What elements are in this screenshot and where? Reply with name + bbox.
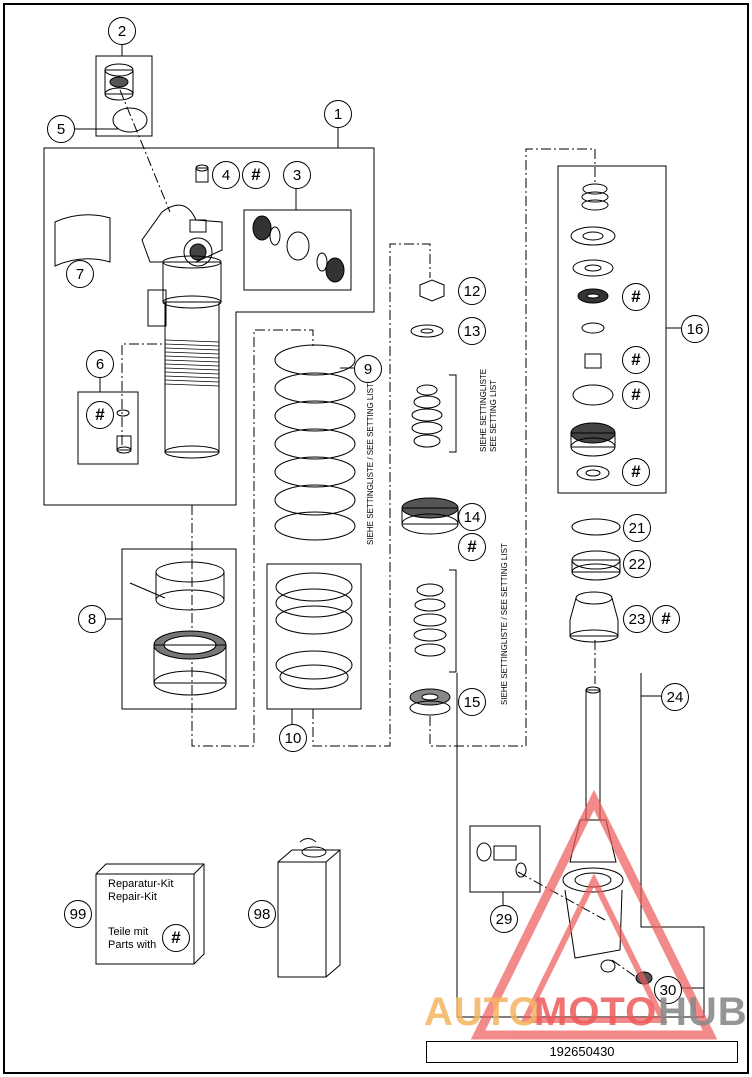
callout-23: 23	[623, 605, 651, 633]
part-1-drawing	[141, 164, 223, 459]
callout-3: 3	[283, 161, 311, 189]
parts-21-23-drawing	[569, 518, 621, 643]
callout-7: 7	[66, 260, 94, 288]
part-9-drawing	[274, 344, 356, 541]
part-2-drawing	[104, 63, 148, 133]
callout-30: 30	[654, 976, 682, 1004]
callout-6: 6	[86, 350, 114, 378]
callout-5: 5	[47, 115, 75, 143]
part-7-drawing	[54, 214, 111, 267]
hash-symbol: #	[242, 161, 270, 189]
box-part-1	[43, 147, 375, 506]
box-part-16	[557, 165, 667, 494]
callout-12: 12	[458, 277, 486, 305]
callout-2: 2	[108, 17, 136, 45]
callout-98: 98	[248, 900, 276, 928]
callout-16: 16	[681, 315, 709, 343]
guide-lines	[119, 89, 641, 981]
hash-symbol: #	[652, 605, 680, 633]
callout-21: 21	[623, 514, 651, 542]
repair-kit-parts-en: Parts with	[108, 939, 157, 951]
parts-12-15-drawing	[401, 279, 459, 716]
part-6-drawing	[116, 409, 132, 454]
callout-99: 99	[64, 900, 92, 928]
callout-4: 4	[212, 161, 240, 189]
hash-symbol: #	[622, 283, 650, 311]
part-99-drawing	[95, 863, 205, 965]
box-part-8	[121, 548, 237, 710]
hash-symbol: #	[162, 924, 190, 952]
callout-8: 8	[78, 605, 106, 633]
hash-symbol: #	[622, 458, 650, 486]
box-part-29	[469, 825, 541, 893]
callout-22: 22	[623, 550, 651, 578]
repair-kit-title-de: Reparatur-Kit	[108, 878, 174, 890]
callout-13: 13	[458, 317, 486, 345]
repair-kit-parts-de: Teile mit	[108, 926, 149, 938]
box-part-3	[243, 209, 352, 291]
part-16-drawing	[570, 183, 616, 481]
watermark-text-hub: HUB	[658, 990, 748, 1034]
watermark-text-auto: AUTO	[424, 990, 541, 1034]
box-part-24	[456, 673, 705, 1018]
box-part-6	[77, 391, 139, 465]
watermark-text-moto: MOTO	[534, 990, 658, 1034]
box-part-10	[266, 563, 362, 710]
hash-symbol: #	[86, 401, 114, 429]
callout-1: 1	[324, 100, 352, 128]
part-98-drawing	[277, 838, 341, 978]
callout-29: 29	[490, 905, 518, 933]
hash-symbol: #	[622, 346, 650, 374]
callout-14: 14	[458, 503, 486, 531]
hash-symbol: #	[458, 533, 486, 561]
callout-9: 9	[354, 355, 382, 383]
part-3-drawing	[252, 215, 345, 283]
hash-symbol: #	[622, 381, 650, 409]
repair-kit-title-en: Repair-Kit	[108, 891, 157, 903]
diagram-number: 192650430	[426, 1041, 738, 1063]
callout-10: 10	[279, 724, 307, 752]
box-part-2	[95, 55, 153, 137]
callout-24: 24	[661, 683, 689, 711]
watermark-triangle	[470, 789, 718, 1040]
part-10-drawing	[275, 572, 353, 690]
page-frame	[3, 3, 749, 1074]
part-8-drawing	[129, 561, 227, 696]
callout-15: 15	[458, 688, 486, 716]
